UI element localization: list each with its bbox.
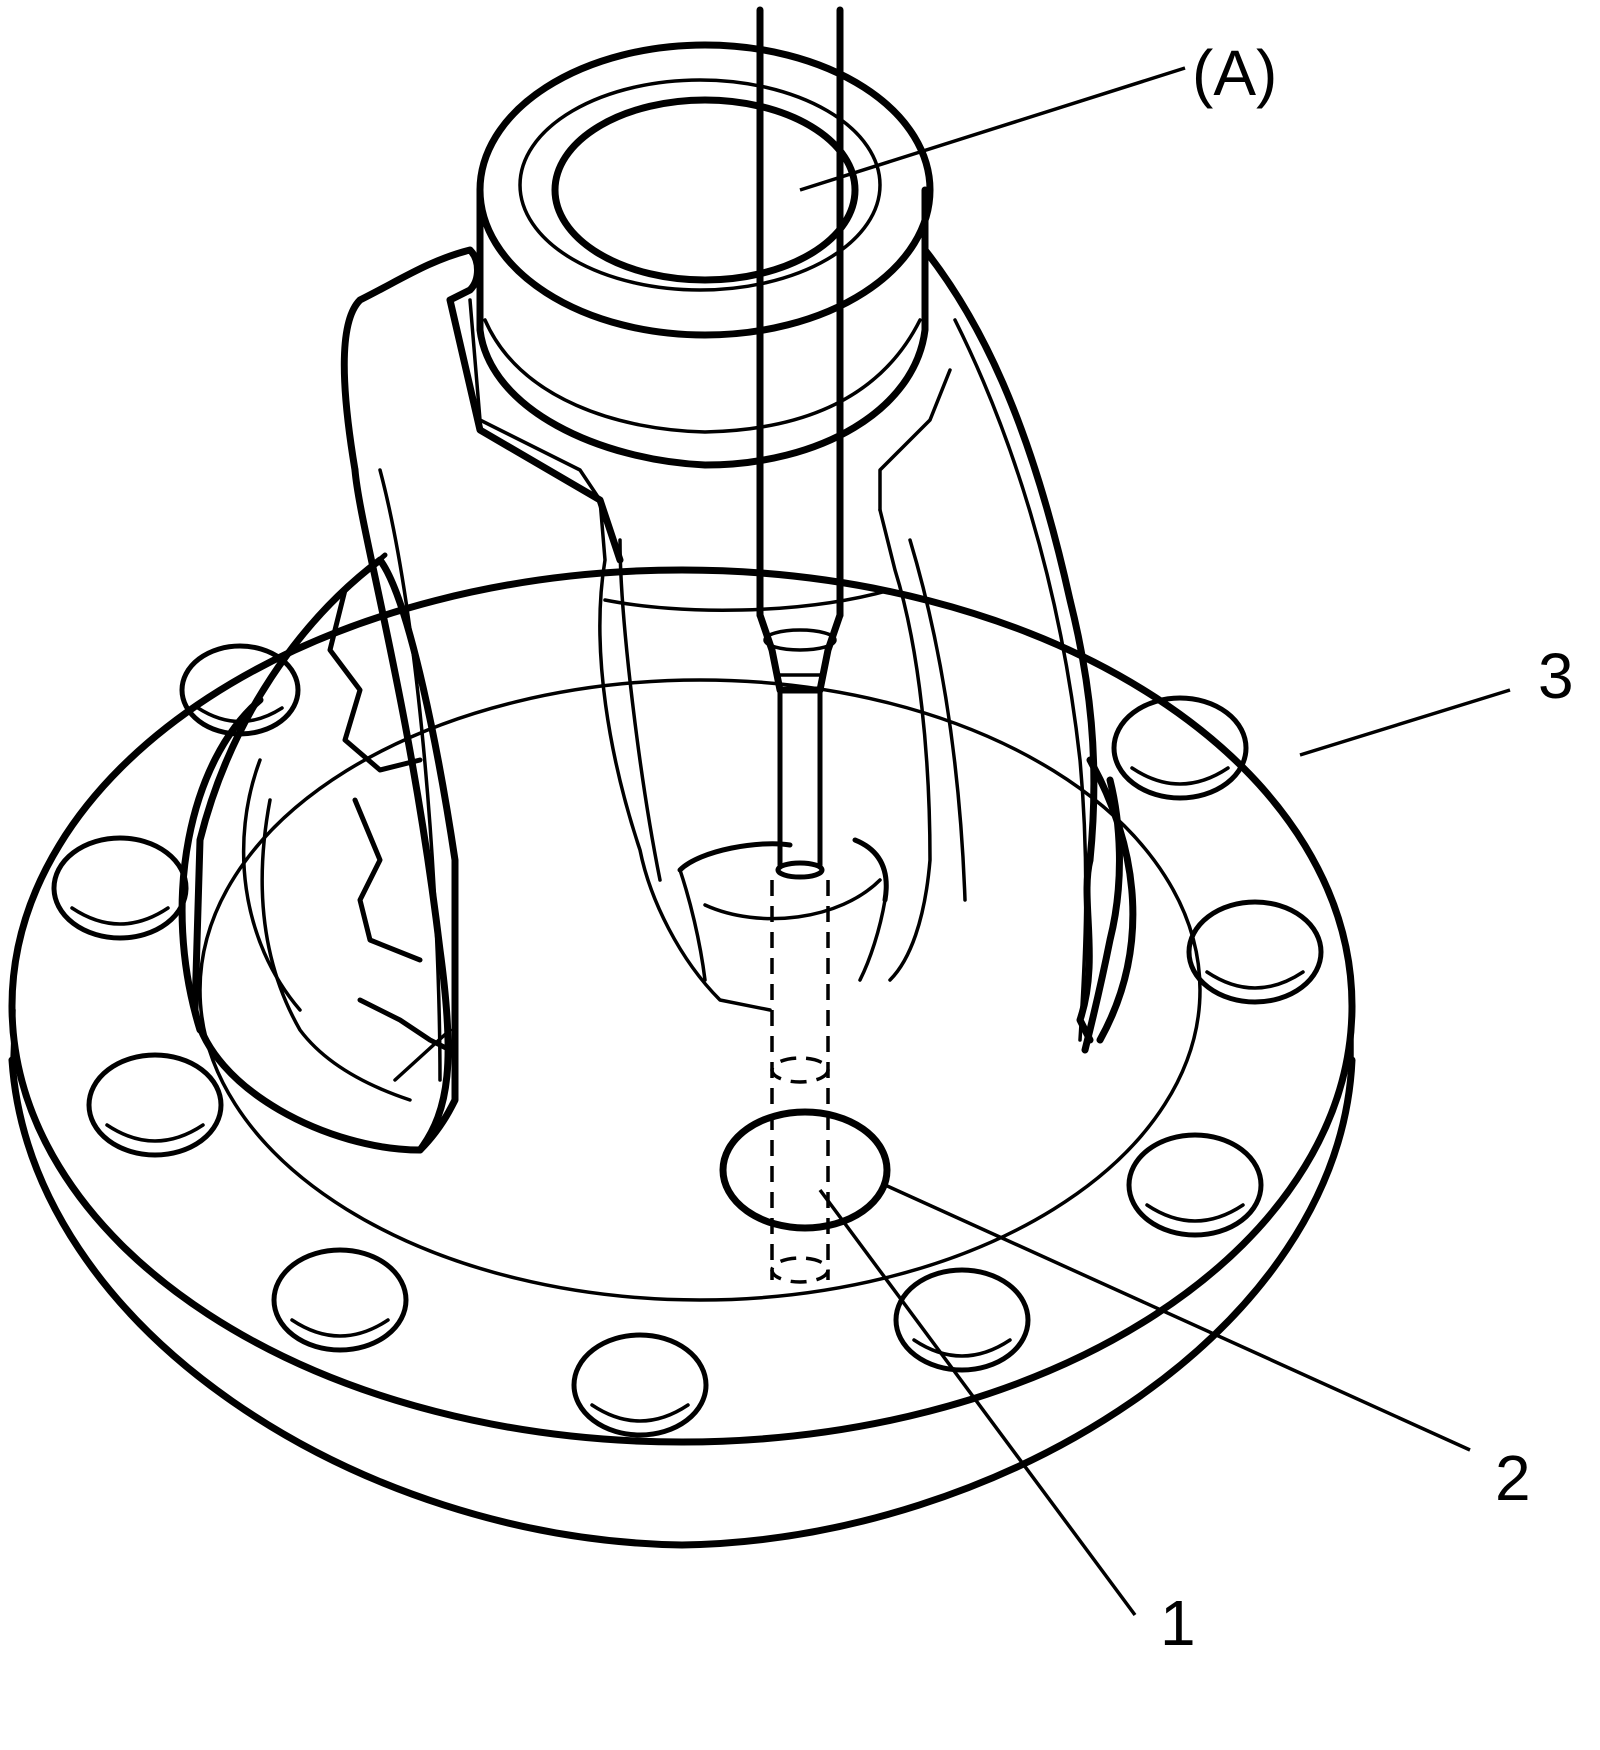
callout-1: 1: [1160, 1587, 1196, 1659]
bolt-hole: [271, 1247, 409, 1353]
bolt-hole: [1186, 899, 1324, 1005]
leader-lines: [799, 66, 1511, 1617]
callout-2: 2: [1495, 1442, 1531, 1514]
callout-A: (A): [1192, 37, 1277, 109]
leader-3: [1299, 688, 1511, 757]
pinion-shaft-lock-pin: [770, 880, 830, 1284]
bolt-hole: [51, 835, 189, 941]
leader-A: [799, 66, 1186, 192]
leader-2: [884, 1183, 1471, 1452]
callout-3: 3: [1538, 640, 1574, 712]
pin-punch-tool: [756, 6, 844, 880]
bolt-hole: [571, 1332, 709, 1438]
bolt-hole: [86, 1052, 224, 1158]
flange-bolt-holes: [51, 643, 1324, 1438]
leader-1: [818, 1188, 1137, 1617]
differential-case-neck: [468, 41, 952, 512]
bolt-hole: [893, 1267, 1031, 1373]
bolt-hole: [1126, 1132, 1264, 1238]
differential-case-flange: [8, 566, 1356, 1549]
pin-hole: [719, 1108, 891, 1232]
differential-case-body: [178, 246, 1137, 1154]
bolt-hole: [1111, 695, 1249, 801]
